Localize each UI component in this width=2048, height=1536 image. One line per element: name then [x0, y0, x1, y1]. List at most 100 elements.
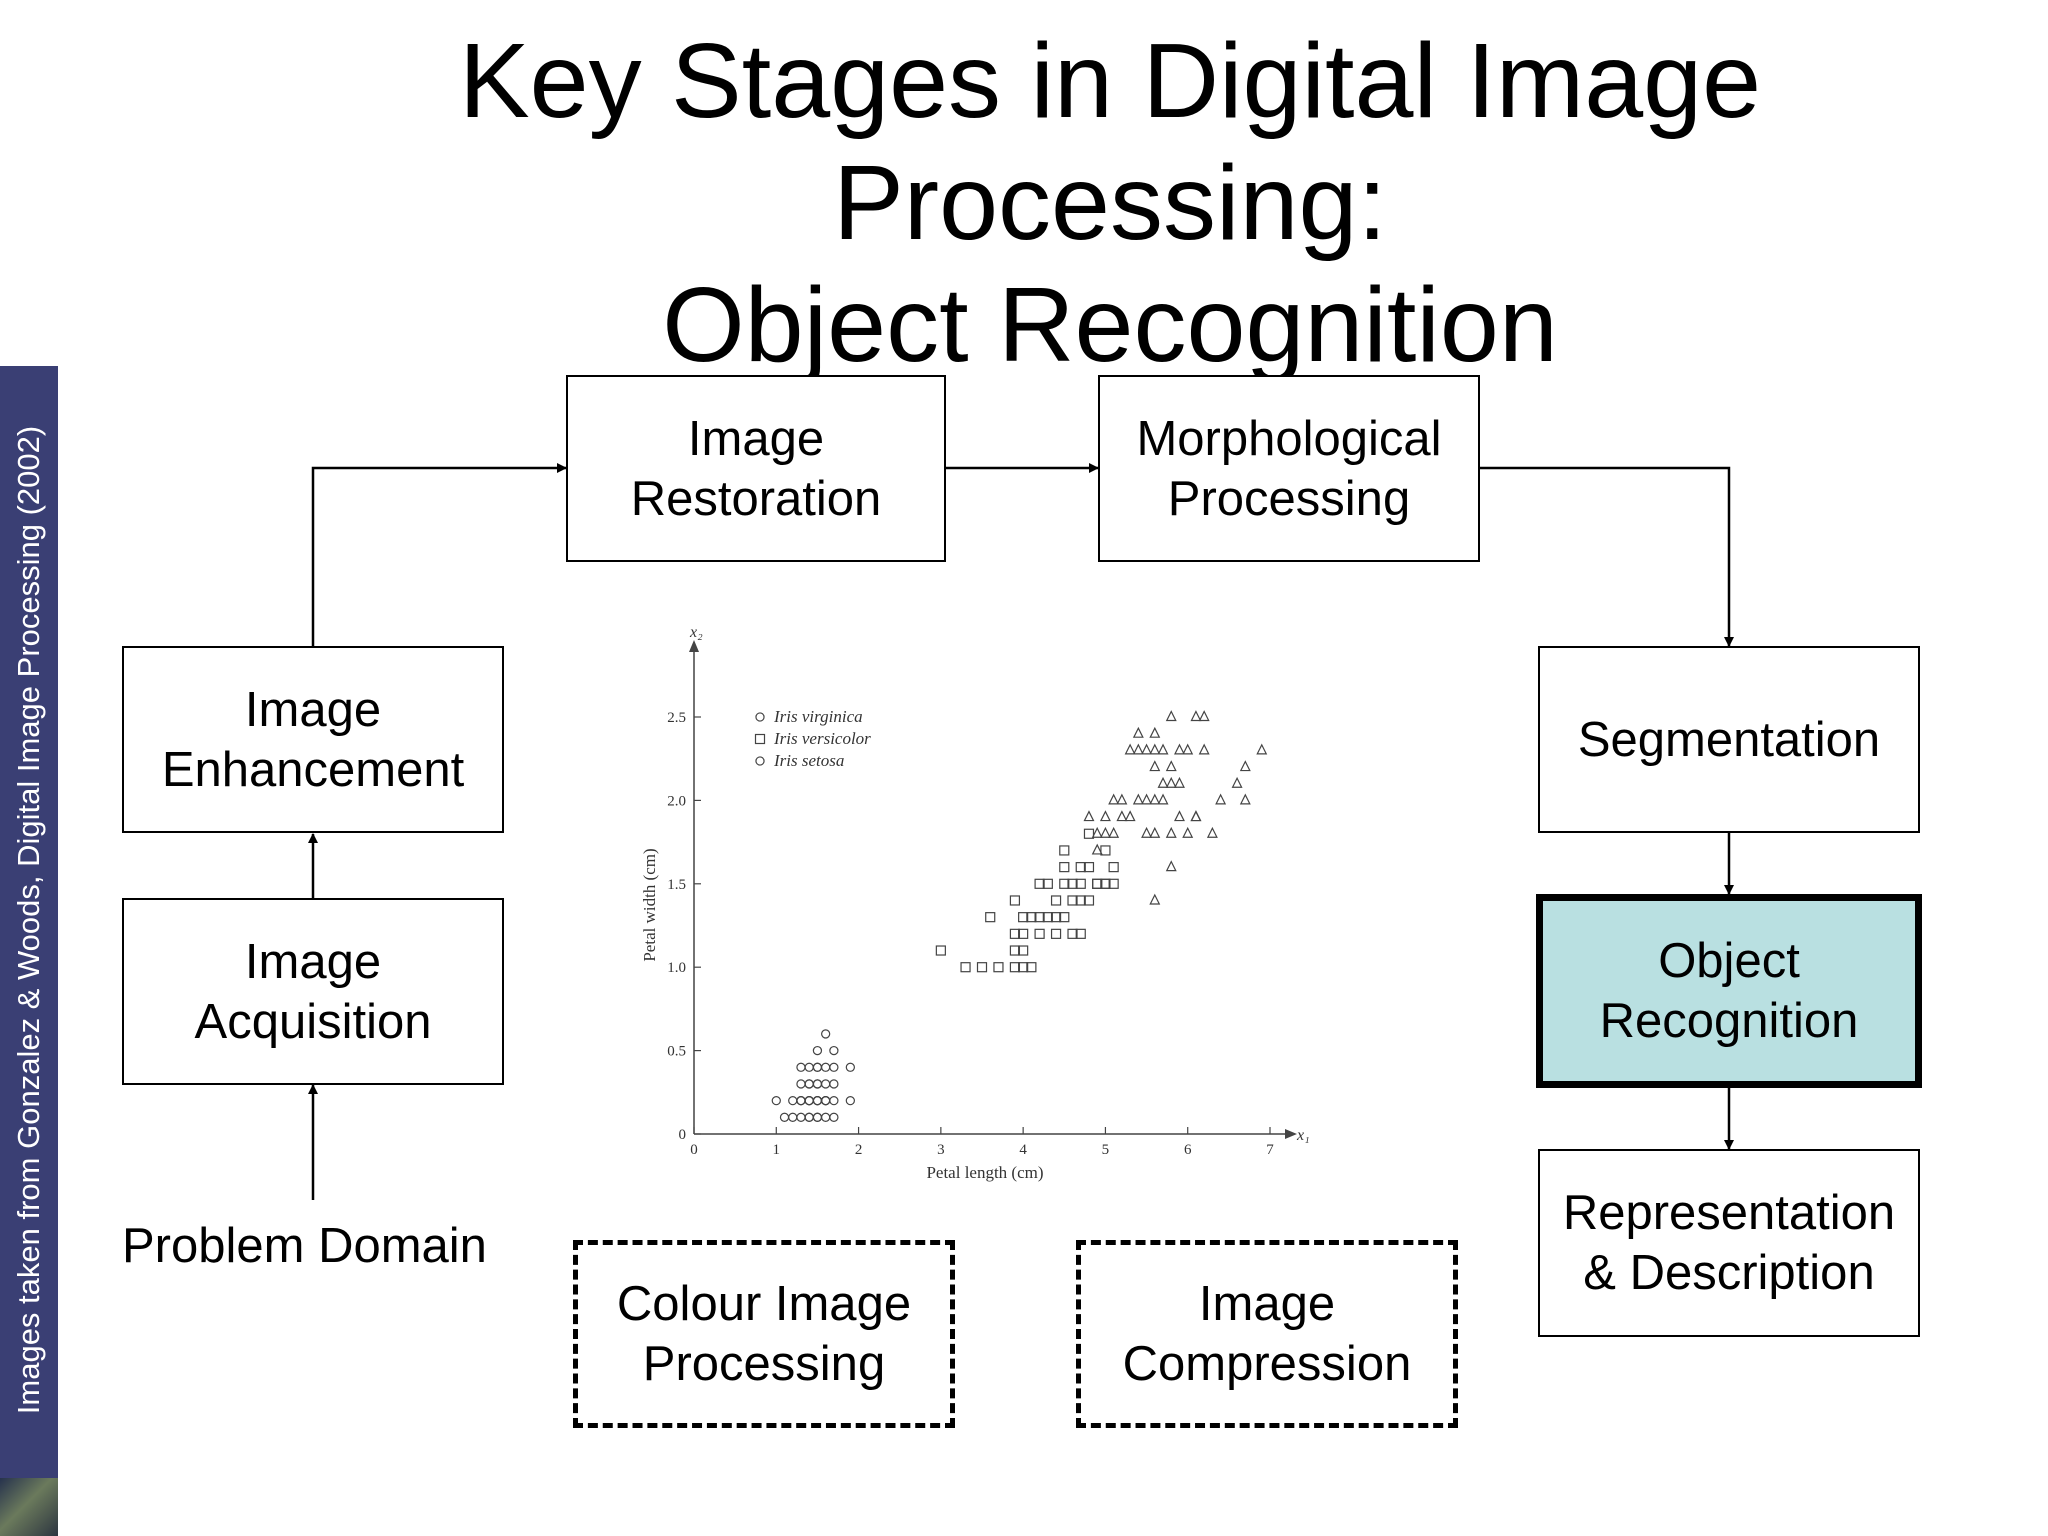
plot-points — [771, 710, 1268, 1122]
logo-thumbnail — [0, 1478, 58, 1536]
data-point-circle — [796, 1062, 806, 1072]
data-point-triangle — [1157, 793, 1169, 805]
data-point-triangle — [1165, 760, 1177, 772]
data-point-triangle — [1157, 776, 1169, 788]
data-point-square — [1059, 878, 1070, 889]
data-point-circle — [812, 1045, 823, 1056]
y-tick-label: 2.5 — [667, 710, 686, 726]
legend-marker — [755, 756, 765, 766]
data-point-triangle — [1182, 743, 1194, 755]
data-point-square — [1018, 912, 1029, 923]
data-point-circle — [845, 1095, 855, 1106]
y-tick-label: 2.0 — [667, 793, 686, 809]
data-point-triangle — [1108, 793, 1120, 805]
data-point-square — [1083, 862, 1095, 873]
data-point-square — [1067, 878, 1078, 889]
data-point-triangle — [1149, 826, 1161, 838]
y-axis-symbol: x₂ — [689, 624, 703, 641]
data-point-square — [960, 962, 971, 973]
data-point-circle — [821, 1079, 831, 1089]
data-point-circle — [796, 1079, 806, 1089]
data-point-triangle — [1206, 826, 1218, 838]
data-point-triangle — [1116, 810, 1128, 822]
data-point-triangle — [1149, 726, 1161, 738]
data-point-square — [1026, 962, 1037, 973]
data-point-triangle — [1091, 826, 1103, 838]
data-point-circle — [804, 1112, 814, 1122]
data-point-circle — [796, 1112, 806, 1122]
data-point-triangle — [1132, 793, 1144, 805]
data-point-triangle — [1149, 793, 1161, 805]
stage-segmentation: Segmentation — [1538, 646, 1920, 833]
stage-image-restoration: Image Restoration — [566, 375, 946, 562]
data-point-square — [1026, 912, 1037, 923]
data-point-circle — [829, 1095, 839, 1106]
data-point-triangle — [1174, 776, 1185, 788]
data-point-circle — [771, 1095, 781, 1106]
data-point-circle — [796, 1095, 806, 1106]
data-point-triangle — [1141, 743, 1153, 755]
data-point-triangle — [1198, 710, 1210, 722]
data-point-circle — [779, 1112, 790, 1122]
data-point-triangle — [1239, 793, 1251, 805]
data-point-square — [1092, 878, 1103, 889]
data-point-circle — [812, 1112, 823, 1122]
data-point-triangle — [1174, 743, 1185, 755]
data-point-square — [1059, 912, 1070, 923]
data-point-circle — [821, 1029, 831, 1039]
data-point-square — [1018, 945, 1029, 956]
y-tick-label: 0 — [679, 1127, 687, 1143]
data-point-triangle — [1091, 843, 1103, 855]
legend-label: Iris versicolor — [773, 729, 871, 748]
data-point-triangle — [1108, 826, 1120, 838]
x-tick-label: 4 — [1019, 1142, 1027, 1158]
data-point-square — [1067, 928, 1078, 939]
data-point-circle — [821, 1062, 831, 1072]
data-point-square — [1100, 878, 1111, 889]
y-tick-label: 1.0 — [667, 960, 686, 976]
legend-marker — [754, 733, 766, 745]
data-point-triangle — [1149, 760, 1161, 772]
stage-image-enhancement: Image Enhancement — [122, 646, 504, 833]
stage-representation-description: Representation & Description — [1538, 1149, 1920, 1337]
data-point-circle — [812, 1079, 823, 1089]
data-point-square — [1075, 895, 1086, 906]
data-point-square — [1100, 845, 1111, 856]
y-axis-label: Petal width (cm) — [640, 848, 659, 961]
stage-image-compression: Image Compression — [1076, 1240, 1458, 1428]
x-tick-label: 6 — [1184, 1142, 1192, 1158]
data-point-square — [1009, 895, 1021, 906]
y-tick-label: 0.5 — [667, 1044, 686, 1060]
data-point-triangle — [1132, 743, 1144, 755]
data-point-triangle — [1141, 793, 1153, 805]
data-point-triangle — [1141, 826, 1153, 838]
x-tick-label: 5 — [1102, 1142, 1110, 1158]
data-point-square — [1108, 862, 1119, 873]
data-point-square — [1042, 912, 1053, 923]
data-point-square — [1067, 895, 1078, 906]
data-point-triangle — [1099, 810, 1111, 822]
data-point-triangle — [1182, 826, 1194, 838]
data-point-square — [1009, 962, 1021, 973]
x-tick-label: 3 — [937, 1142, 945, 1158]
data-point-circle — [821, 1112, 831, 1122]
data-point-circle — [845, 1062, 855, 1072]
data-point-square — [1034, 928, 1045, 939]
data-point-triangle — [1165, 826, 1177, 838]
data-point-triangle — [1157, 743, 1169, 755]
data-point-square — [1075, 928, 1086, 939]
data-point-triangle — [1124, 810, 1136, 822]
data-point-triangle — [1215, 793, 1227, 805]
arrow-enhancement-to-restoration — [311, 463, 567, 646]
data-point-square — [1059, 862, 1070, 873]
data-point-square — [1009, 945, 1021, 956]
data-point-circle — [821, 1095, 831, 1106]
data-point-circle — [812, 1062, 823, 1072]
legend-marker — [755, 712, 765, 722]
y-tick-label: 1.5 — [667, 877, 686, 893]
legend-label: Iris virginica — [773, 707, 863, 726]
data-point-square — [993, 962, 1004, 973]
data-point-square — [985, 912, 996, 923]
